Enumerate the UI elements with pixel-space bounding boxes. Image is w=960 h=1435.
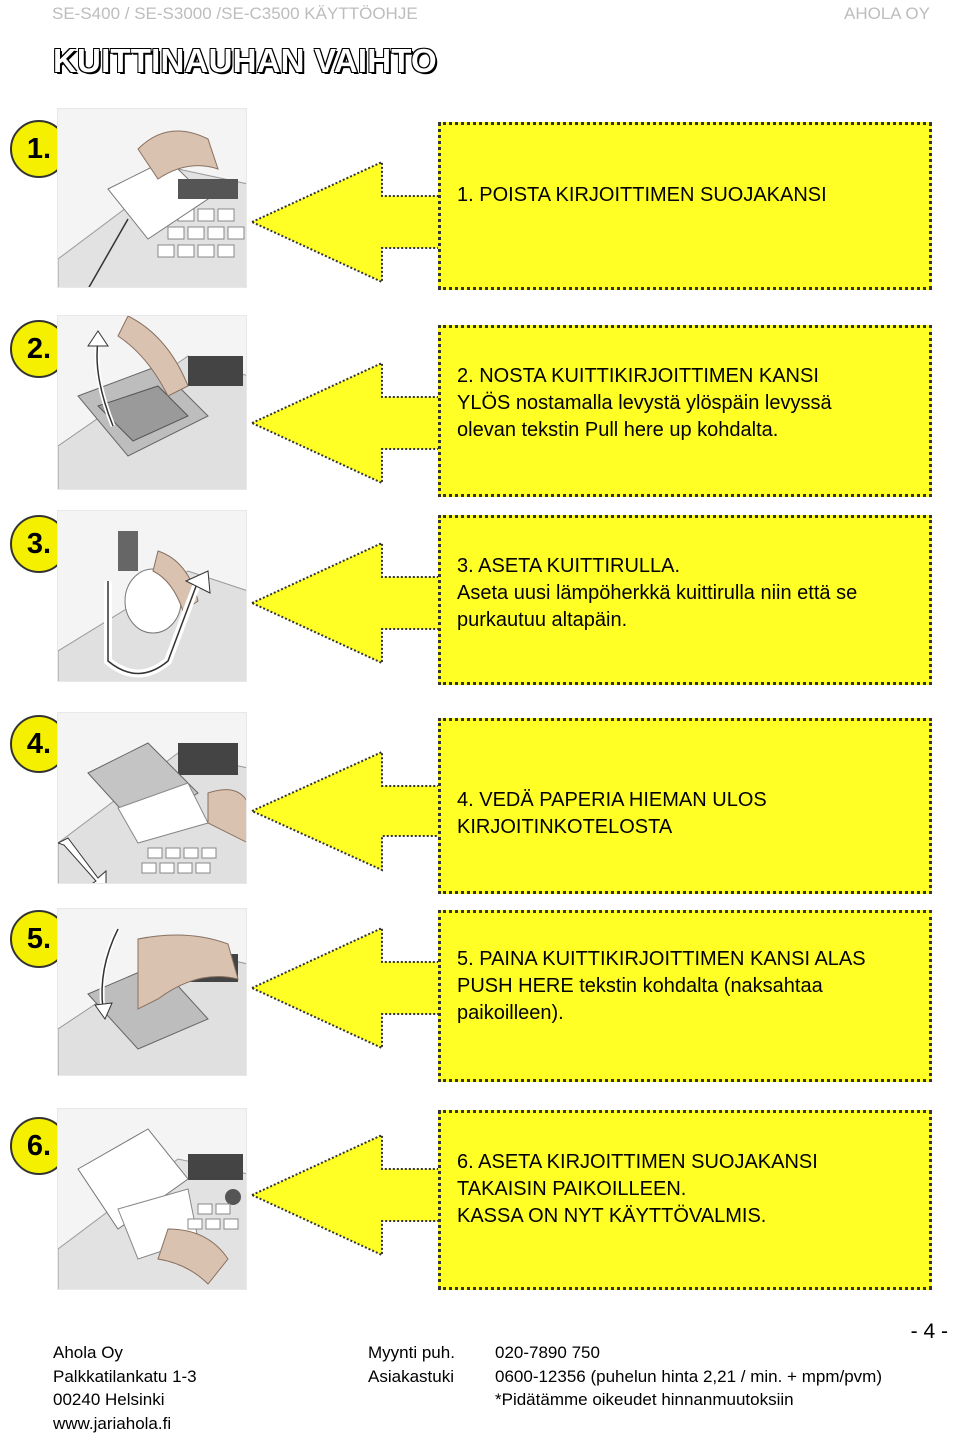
step-2-photo xyxy=(57,315,247,490)
step-6-box: 6. ASETA KIRJOITTIMEN SUOJAKANSI TAKAISI… xyxy=(438,1110,932,1290)
footer-label-sales: Myynti puh. xyxy=(368,1341,455,1365)
footer-website: www.jariahola.fi xyxy=(53,1412,197,1435)
footer-city: 00240 Helsinki xyxy=(53,1388,197,1412)
step-3-box: 3. ASETA KUITTIRULLA. Aseta uusi lämpöhe… xyxy=(438,515,932,685)
header-left: SE-S400 / SE-S3000 /SE-C3500 KÄYTTÖOHJE xyxy=(52,4,418,24)
footer-street: Palkkatilankatu 1-3 xyxy=(53,1365,197,1389)
step-3-text: 3. ASETA KUITTIRULLA. Aseta uusi lämpöhe… xyxy=(457,553,919,634)
step-5-box: 5. PAINA KUITTIKIRJOITTIMEN KANSI ALAS P… xyxy=(438,910,932,1082)
step-2-text: 2. NOSTA KUITTIKIRJOITTIMEN KANSI YLÖS n… xyxy=(457,363,919,444)
footer-labels: Myynti puh. Asiakastuki xyxy=(368,1341,455,1388)
footer-support-phone: 0600-12356 (puhelun hinta 2,21 / min. + … xyxy=(495,1365,882,1389)
step-6-text: 6. ASETA KIRJOITTIMEN SUOJAKANSI TAKAISI… xyxy=(457,1149,919,1230)
step-6-arrow xyxy=(252,1135,442,1255)
step-4-box: 4. VEDÄ PAPERIA HIEMAN ULOS KIRJOITINKOT… xyxy=(438,718,932,894)
step-4-arrow xyxy=(252,752,442,870)
step-1-arrow xyxy=(252,162,442,282)
step-4-text: 4. VEDÄ PAPERIA HIEMAN ULOS KIRJOITINKOT… xyxy=(457,787,919,841)
page-number: - 4 - xyxy=(911,1320,948,1344)
footer-sales-phone: 020-7890 750 xyxy=(495,1341,882,1365)
step-6-photo xyxy=(57,1108,247,1290)
step-2-arrow xyxy=(252,363,442,483)
step-1-photo xyxy=(57,108,247,288)
step-5-arrow xyxy=(252,928,442,1048)
step-5-text: 5. PAINA KUITTIKIRJOITTIMEN KANSI ALAS P… xyxy=(457,946,919,1027)
step-4-photo xyxy=(57,712,247,884)
step-3-arrow xyxy=(252,543,442,663)
step-3-photo xyxy=(57,510,247,682)
footer-disclaimer: *Pidätämme oikeudet hinnanmuutoksiin xyxy=(495,1388,882,1412)
step-2-box: 2. NOSTA KUITTIKIRJOITTIMEN KANSI YLÖS n… xyxy=(438,325,932,497)
footer-company: Ahola Oy Palkkatilankatu 1-3 00240 Helsi… xyxy=(53,1341,197,1435)
footer-label-support: Asiakastuki xyxy=(368,1365,455,1389)
step-1-box: 1. POISTA KIRJOITTIMEN SUOJAKANSI xyxy=(438,122,932,290)
footer-values: 020-7890 750 0600-12356 (puhelun hinta 2… xyxy=(495,1341,882,1412)
step-1-text: 1. POISTA KIRJOITTIMEN SUOJAKANSI xyxy=(457,182,919,209)
step-5-photo xyxy=(57,908,247,1076)
page-title: KUITTINAUHAN VAIHTO xyxy=(53,42,437,80)
footer-company-name: Ahola Oy xyxy=(53,1341,197,1365)
header-right: AHOLA OY xyxy=(844,4,930,24)
